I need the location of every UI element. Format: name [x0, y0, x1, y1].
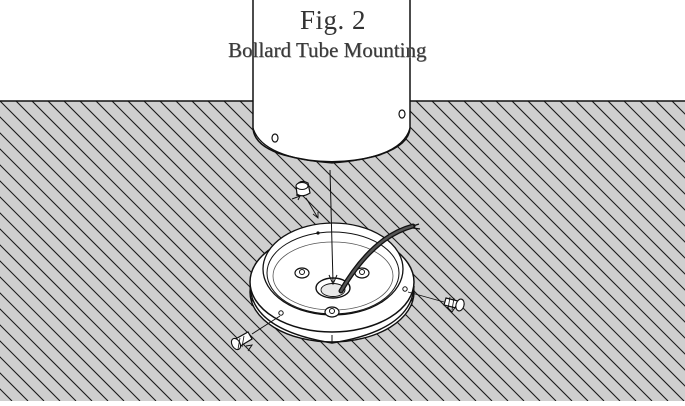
- hatch-line: [447, 101, 685, 339]
- hatch-line: [495, 101, 685, 291]
- hatch-line: [575, 101, 685, 211]
- bollard-tube: [252, 0, 411, 164]
- hatch-line: [607, 101, 685, 179]
- hatch-line: [15, 101, 317, 401]
- hatch-line: [0, 340, 61, 401]
- hatch-line: [0, 164, 237, 401]
- hatch-line: [0, 101, 301, 401]
- hatch-line: [415, 101, 685, 371]
- mounting-screw-left: [230, 315, 281, 352]
- tube-body: [252, 0, 411, 163]
- hatch-line: [367, 101, 669, 401]
- hatch-line: [383, 101, 685, 401]
- hatch-line: [0, 308, 93, 401]
- figure-subtitle: Bollard Tube Mounting: [228, 38, 427, 62]
- hatch-line: [0, 132, 269, 401]
- hatch-line: [479, 101, 685, 307]
- hatch-line: [0, 260, 141, 401]
- hatch-line: [47, 101, 349, 401]
- hatch-line: [0, 276, 125, 401]
- hatch-line: [0, 292, 109, 401]
- hatch-line: [0, 116, 285, 401]
- anchor-bolt-front: [324, 306, 340, 318]
- hatch-line: [591, 101, 685, 195]
- hatch-line: [111, 101, 413, 401]
- hatch-line: [0, 196, 205, 401]
- inner-rim-hole: [316, 231, 320, 235]
- hatch-line: [0, 212, 189, 401]
- hatch-line: [623, 101, 685, 163]
- hatch-line: [351, 101, 653, 401]
- power-cable: [338, 223, 421, 294]
- tube-hole-right: [398, 109, 406, 119]
- hatch-line: [0, 244, 157, 401]
- hatch-line: [0, 148, 253, 401]
- hatch-line: [63, 101, 365, 401]
- hole-plug: [291, 180, 319, 219]
- mounting-screw-right: [407, 291, 465, 313]
- anchor-bolt-left: [294, 267, 310, 279]
- hatch-line: [0, 324, 77, 401]
- hatch-line: [527, 101, 685, 259]
- hatch-line: [431, 101, 685, 355]
- hatch-line: [79, 101, 381, 401]
- hatch-line: [463, 101, 685, 323]
- hatch-line: [31, 101, 333, 401]
- side-screw-hole-left: [278, 310, 284, 316]
- tube-bottom-edge: [252, 127, 411, 164]
- figure-title: Fig. 2: [300, 5, 367, 35]
- hatch-line: [559, 101, 685, 227]
- hatch-line: [511, 101, 685, 275]
- hatch-line: [543, 101, 685, 243]
- tube-hole-left: [271, 133, 279, 143]
- center-guide-arrow: [328, 169, 338, 286]
- hatch-line: [0, 180, 221, 401]
- hatch-line: [0, 228, 173, 401]
- hatch-line: [95, 101, 397, 401]
- hatch-line: [399, 101, 685, 387]
- side-screw-hole-right: [402, 286, 408, 292]
